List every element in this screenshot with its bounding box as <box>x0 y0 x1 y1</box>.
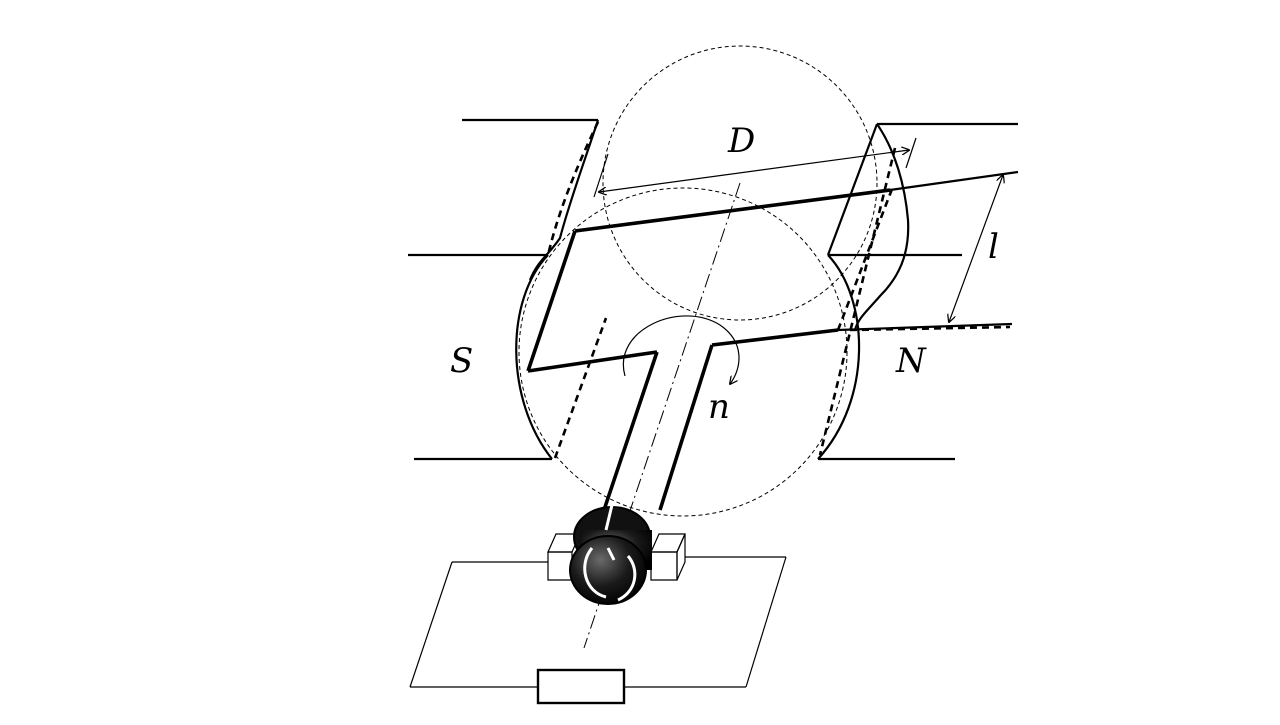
north-pole-magnet <box>817 122 1018 461</box>
label-n-rotation: n <box>708 387 730 427</box>
slip-rings <box>569 504 652 605</box>
rotation-arrow <box>622 315 740 384</box>
dimension-d <box>593 137 917 198</box>
label-l: l <box>988 227 999 267</box>
label-d: D <box>727 121 755 161</box>
conductor-loop <box>526 188 894 514</box>
field-line-lower-dashed <box>849 325 1011 332</box>
south-pole-magnet <box>408 118 608 461</box>
label-s: S <box>450 341 473 381</box>
label-n: N <box>895 341 927 381</box>
load-resistor <box>536 668 626 705</box>
external-circuit <box>409 556 787 688</box>
dimension-l <box>949 175 1003 322</box>
